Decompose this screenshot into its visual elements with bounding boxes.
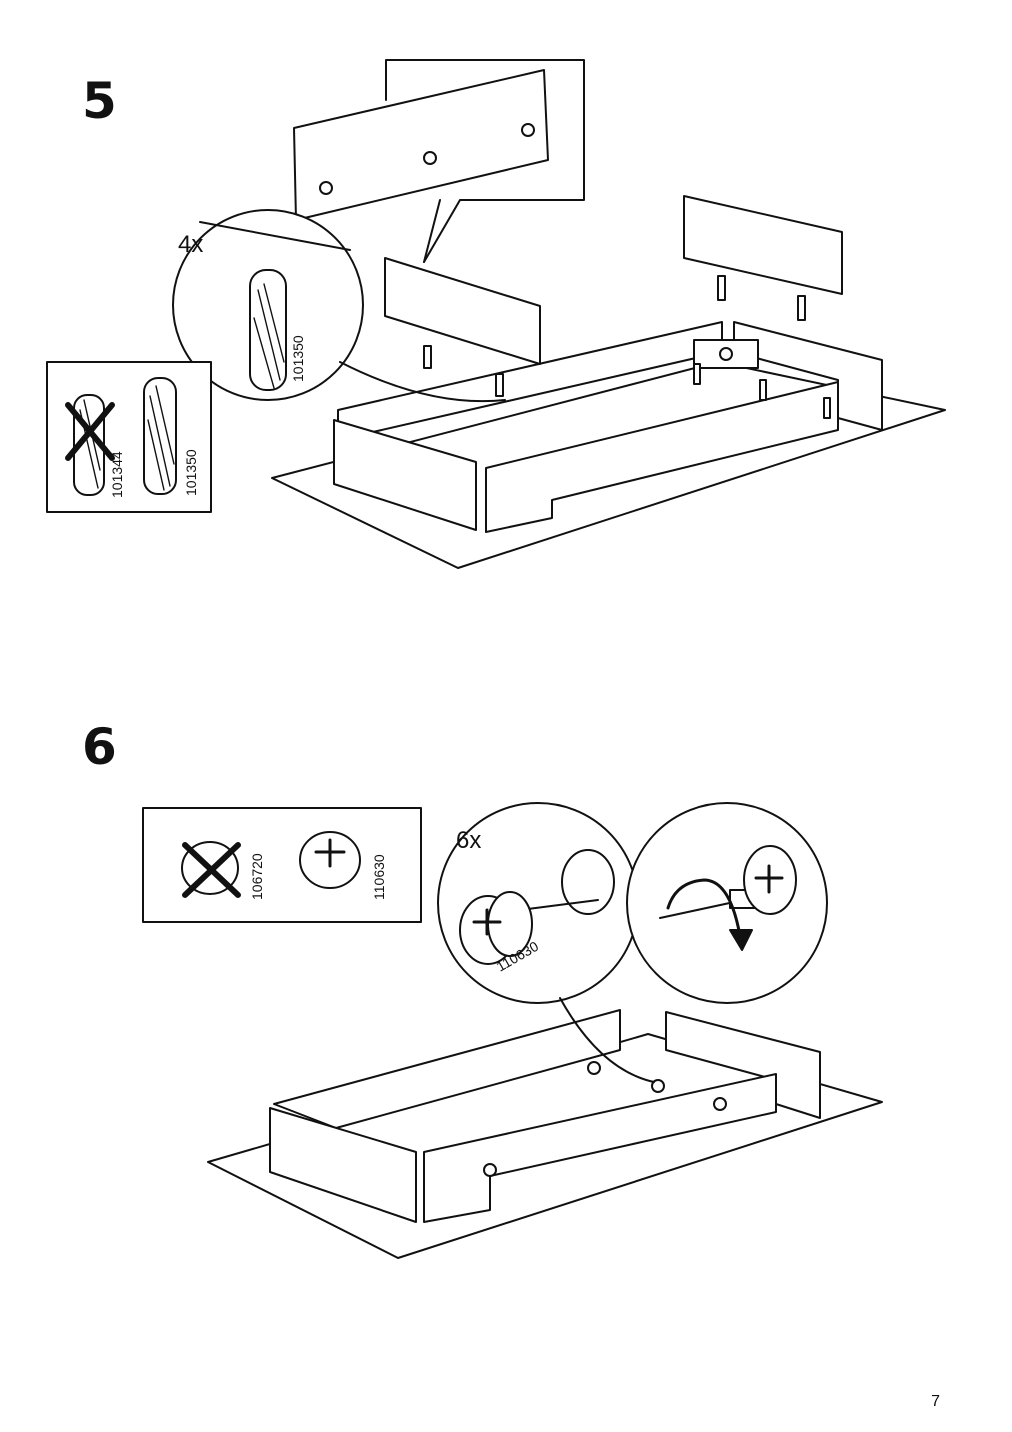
cam-fitting	[651, 1079, 665, 1093]
cam-fitting	[713, 1097, 727, 1111]
correct-cam-part-number: 110630	[371, 854, 387, 900]
correct-part-number: 101350	[183, 449, 199, 496]
dowel	[797, 295, 806, 321]
step-6-illustration	[142, 802, 883, 1259]
correct-dowel	[143, 377, 177, 495]
wrong-part-number: 101344	[109, 451, 125, 498]
left-end-panel	[333, 419, 477, 531]
frame-dowel	[693, 363, 701, 385]
step-6-number: 6	[82, 718, 117, 776]
callout-frame	[385, 59, 585, 263]
right-board	[683, 195, 843, 295]
wrong-cam-part-number: 106720	[249, 853, 265, 900]
dowel	[717, 275, 726, 301]
rotation-arrow	[666, 878, 742, 938]
frame-dowel	[759, 379, 767, 401]
dowel-part-number: 101350	[290, 335, 306, 382]
step-5-number: 5	[82, 72, 117, 130]
front-rail	[485, 381, 839, 533]
left-end-panel-6	[269, 1107, 417, 1223]
dowel	[495, 373, 504, 397]
left-board	[384, 257, 541, 365]
cam-fitting	[587, 1061, 601, 1075]
top-board	[293, 69, 549, 221]
step-5-quantity: 4x	[178, 231, 203, 258]
frame-dowel	[823, 397, 831, 419]
back-rail-6	[273, 1009, 621, 1129]
step-6-quantity: 6x	[456, 827, 481, 854]
step-5-illustration	[46, 59, 946, 569]
corner-bracket	[693, 339, 759, 369]
cam-fitting	[483, 1163, 497, 1177]
dowel	[423, 345, 432, 369]
page-number: 7	[931, 1393, 940, 1410]
